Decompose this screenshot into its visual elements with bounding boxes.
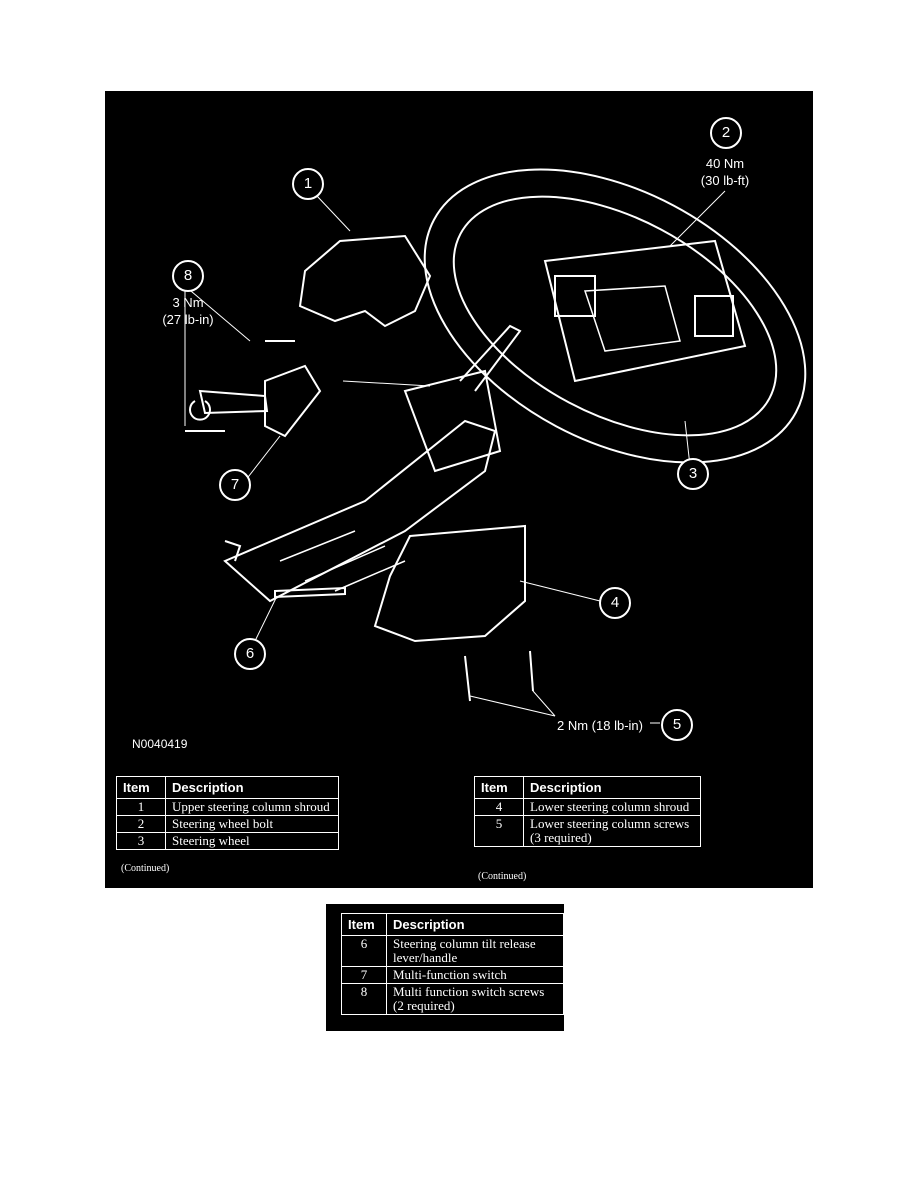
item-description: Steering wheel xyxy=(165,832,339,850)
description-column-header: Description xyxy=(165,776,339,799)
steering-column-illustration xyxy=(184,168,807,724)
item-number: 5 xyxy=(474,815,524,847)
callout-5: 5 xyxy=(661,709,693,741)
table-row: 6 Steering column tilt release lever/han… xyxy=(341,935,564,967)
tilt-lever-drawing xyxy=(274,586,346,599)
torque-imperial: (30 lb-ft) xyxy=(700,173,750,188)
callout-7: 7 xyxy=(219,469,251,501)
continued-note-1: (Continued) xyxy=(121,863,170,874)
table-row: 5 Lower steering column screws (3 requir… xyxy=(474,815,701,847)
item-description: Multi function switch screws (2 required… xyxy=(386,983,564,1015)
table-row: 2 Steering wheel bolt xyxy=(116,815,339,833)
table-row: 8 Multi function switch screws (2 requir… xyxy=(341,983,564,1015)
lower-shroud-drawing xyxy=(373,524,526,643)
item-description: Upper steering column shroud xyxy=(165,798,339,816)
item-number: 8 xyxy=(341,983,387,1015)
item-column-header: Item xyxy=(474,776,524,799)
torque-item-2: 40 Nm (30 lb-ft) xyxy=(678,155,772,189)
description-column-header: Description xyxy=(386,913,564,936)
table-row: 3 Steering wheel xyxy=(116,832,339,850)
table-header-row: Item Description xyxy=(116,776,339,799)
torque-imperial: (27 lb-in) xyxy=(162,312,214,327)
item-description: Lower steering column screws (3 required… xyxy=(523,815,701,847)
item-description: Lower steering column shroud xyxy=(523,798,701,816)
callout-6: 6 xyxy=(234,638,266,670)
callout-8: 8 xyxy=(172,260,204,292)
item-number: 1 xyxy=(116,798,166,816)
item-column-header: Item xyxy=(341,913,387,936)
callout-2: 2 xyxy=(710,117,742,149)
legend-table-2: Item Description 4 Lower steering column… xyxy=(474,776,701,847)
item-number: 2 xyxy=(116,815,166,833)
image-code: N0040419 xyxy=(132,737,188,751)
legend-table-3-box: Item Description 6 Steering column tilt … xyxy=(326,904,564,1031)
legend-table-1: Item Description 1 Upper steering column… xyxy=(116,776,339,850)
upper-shroud-drawing xyxy=(298,234,432,328)
callout-1: 1 xyxy=(292,168,324,200)
table-row: 4 Lower steering column shroud xyxy=(474,798,701,816)
legend-table-3: Item Description 6 Steering column tilt … xyxy=(341,913,564,1015)
item-number: 7 xyxy=(341,966,387,984)
torque-nm: 40 Nm xyxy=(705,156,745,171)
table-row: 7 Multi-function switch xyxy=(341,966,564,984)
item-number: 4 xyxy=(474,798,524,816)
item-description: Steering column tilt release lever/handl… xyxy=(386,935,564,967)
item-number: 6 xyxy=(341,935,387,967)
torque-nm: 3 Nm xyxy=(172,295,204,310)
callout-4: 4 xyxy=(599,587,631,619)
item-number: 3 xyxy=(116,832,166,850)
table-header-row: Item Description xyxy=(474,776,701,799)
item-description: Steering wheel bolt xyxy=(165,815,339,833)
table-row: 1 Upper steering column shroud xyxy=(116,798,339,816)
callout-3: 3 xyxy=(677,458,709,490)
steering-wheel-drawing xyxy=(423,168,807,464)
item-description: Multi-function switch xyxy=(386,966,564,984)
exploded-view-figure: 1 2 3 4 5 6 7 8 40 Nm (30 lb-ft) 3 Nm (2… xyxy=(105,91,813,888)
continued-note-2: (Continued) xyxy=(478,871,527,882)
torque-item-8: 3 Nm (27 lb-in) xyxy=(143,294,233,328)
torque-item-5: 2 Nm (18 lb-in) xyxy=(557,718,643,733)
description-column-header: Description xyxy=(523,776,701,799)
multifunction-switch-drawing xyxy=(189,364,322,438)
item-column-header: Item xyxy=(116,776,166,799)
table-header-row: Item Description xyxy=(341,913,564,936)
